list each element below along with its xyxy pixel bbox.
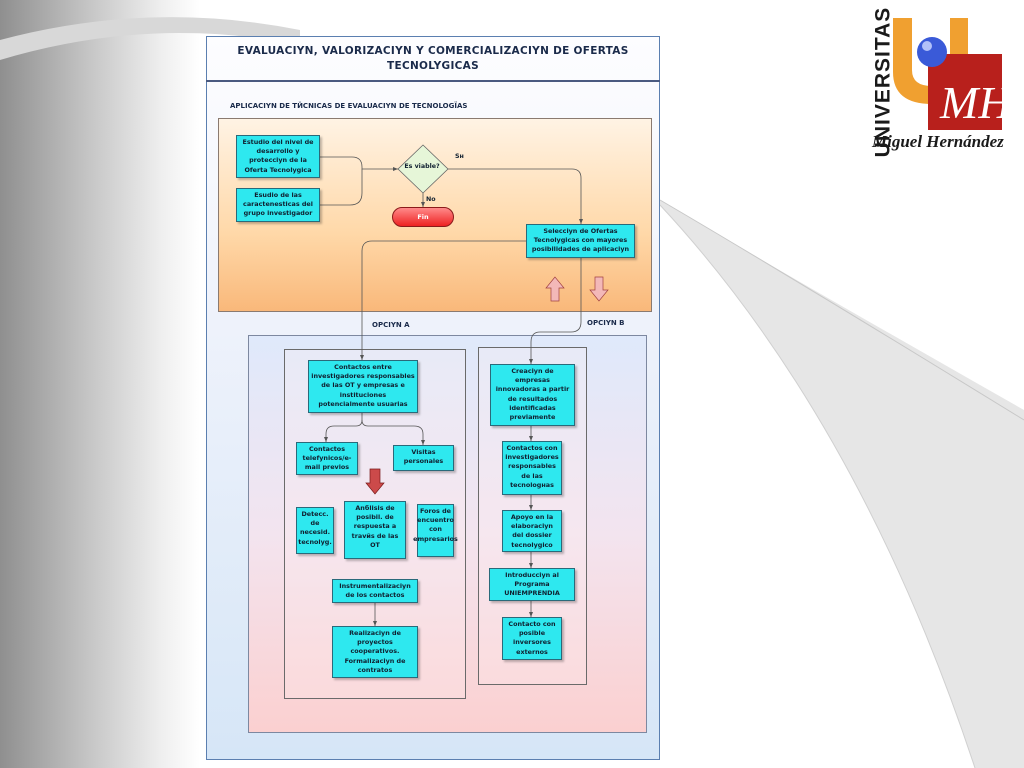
document-title: EVALUACIYN, VALORIZACIYN Y COMERCIALIZAC… — [206, 36, 660, 82]
step-create-companies: Creaciyn de empresas innovadoras a parti… — [490, 364, 575, 426]
decision-label: Es viable? — [404, 163, 440, 170]
option-b-label: OPCIYN B — [587, 319, 625, 327]
step-external-investors: Contacto con posible inversores externos — [502, 617, 562, 660]
step-analysis: Anбlisis de posibil. de respuesta a trav… — [344, 501, 406, 559]
step-personal-visits: Visitas personales — [393, 445, 454, 471]
logo-university-name: Miguel Hernández — [872, 132, 1004, 151]
step-study-group: Esudio de las caractenesticas del grupo … — [236, 188, 320, 222]
yes-label: Sн — [455, 153, 464, 160]
option-a-label: OPCIYN A — [372, 321, 410, 329]
step-select-offers: Selecciyn de Ofertas Tecnolygicas con ma… — [526, 224, 635, 258]
no-label: No — [426, 196, 436, 203]
end-terminal: Fin — [392, 207, 454, 227]
step-cooperative-projects: Realizaciyn de proyectos cooperativos. F… — [332, 626, 418, 678]
step-phone-email: Contactos telefynicos/e-mail previos — [296, 442, 358, 475]
section-heading: APLICACIYN DE TЙCNICAS DE EVALUACIYN DE … — [230, 102, 468, 110]
step-uniemprendia: Introducciyn al Programa UNIEMPRENDIA — [489, 568, 575, 601]
step-detect-needs: Detecc. de necesid. tecnolуg. — [296, 507, 334, 554]
logo-universitas-text: UNIVERSITAS — [871, 6, 895, 158]
step-contact-researchers-b: Contactos con investigadores responsable… — [502, 441, 562, 495]
step-study-development: Estudio del nivel de desarrollo y protec… — [236, 135, 320, 178]
step-contacts-researchers: Contactos entre investigadores responsab… — [308, 360, 418, 413]
background-left-gradient — [0, 0, 200, 768]
step-dossier-support: Apoyo en la elaboraciyn del dossier tecn… — [502, 510, 562, 552]
step-instrumentalization: Instrumentalizaciyn de los contactos — [332, 579, 418, 603]
step-forums: Foros de encuentro con empresarios — [413, 504, 458, 557]
